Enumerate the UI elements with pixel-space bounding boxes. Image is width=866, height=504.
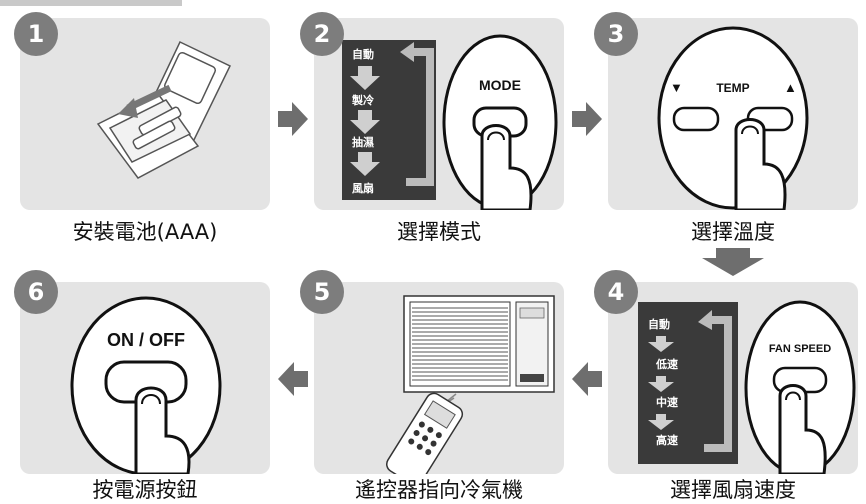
remote-oval [657, 26, 809, 210]
mode-label-auto: 自動 [352, 47, 374, 61]
step-5-badge: 5 [300, 270, 344, 314]
finger-icon [134, 386, 191, 474]
mode-button-label: MODE [479, 77, 521, 93]
mode-label-cool: 製冷 [351, 93, 374, 107]
fan-speed-button-label: FAN SPEED [769, 343, 831, 355]
step-4-panel: 自動 低速 中速 高速 FAN SPEED [608, 282, 858, 474]
mode-label-fan: 風扇 [352, 181, 374, 195]
temp-down-icon: ▼ [670, 80, 683, 95]
arrow-left-icon [278, 362, 308, 396]
step-2-caption: 選擇模式 [397, 220, 481, 244]
arrow-right-icon [278, 102, 308, 136]
speed-label-auto: 自動 [648, 317, 670, 331]
finger-icon [734, 118, 787, 210]
step-1-panel [20, 18, 270, 210]
step-3-panel: ▼ TEMP ▲ [608, 18, 858, 210]
install-battery-illustration [96, 40, 232, 179]
step-2-badge: 2 [300, 12, 344, 56]
step-3-caption: 選擇溫度 [691, 220, 775, 244]
step-2-panel: 自動 製冷 抽濕 風扇 MODE [314, 18, 564, 210]
arrow-right-icon [572, 102, 602, 136]
mode-label-dry: 抽濕 [352, 135, 374, 149]
top-accent-bar [0, 0, 182, 6]
finger-icon [480, 124, 533, 210]
temp-up-icon: ▲ [784, 80, 797, 95]
speed-label-high: 高速 [656, 433, 678, 447]
temp-down-button [672, 106, 720, 132]
arrow-left-icon [572, 362, 602, 396]
step-5-panel [314, 282, 564, 474]
temp-button-label: TEMP [716, 81, 749, 95]
step-3-badge: 3 [594, 12, 638, 56]
finger-icon [778, 384, 827, 474]
power-button-label: ON / OFF [107, 330, 185, 350]
aircon-illustration [385, 295, 555, 474]
step-5-caption: 遙控器指向冷氣機 [355, 478, 523, 502]
step-6-badge: 6 [14, 270, 58, 314]
step-6-panel: ON / OFF [20, 282, 270, 474]
arrow-down-icon [702, 248, 764, 276]
step-4-badge: 4 [594, 270, 638, 314]
speed-label-low: 低速 [655, 357, 678, 371]
step-1-caption: 安裝電池(AAA) [72, 220, 218, 244]
step-4-caption: 選擇風扇速度 [670, 478, 796, 502]
speed-label-mid: 中速 [656, 395, 678, 409]
step-1-badge: 1 [14, 12, 58, 56]
step-6-caption: 按電源按鈕 [92, 478, 198, 502]
